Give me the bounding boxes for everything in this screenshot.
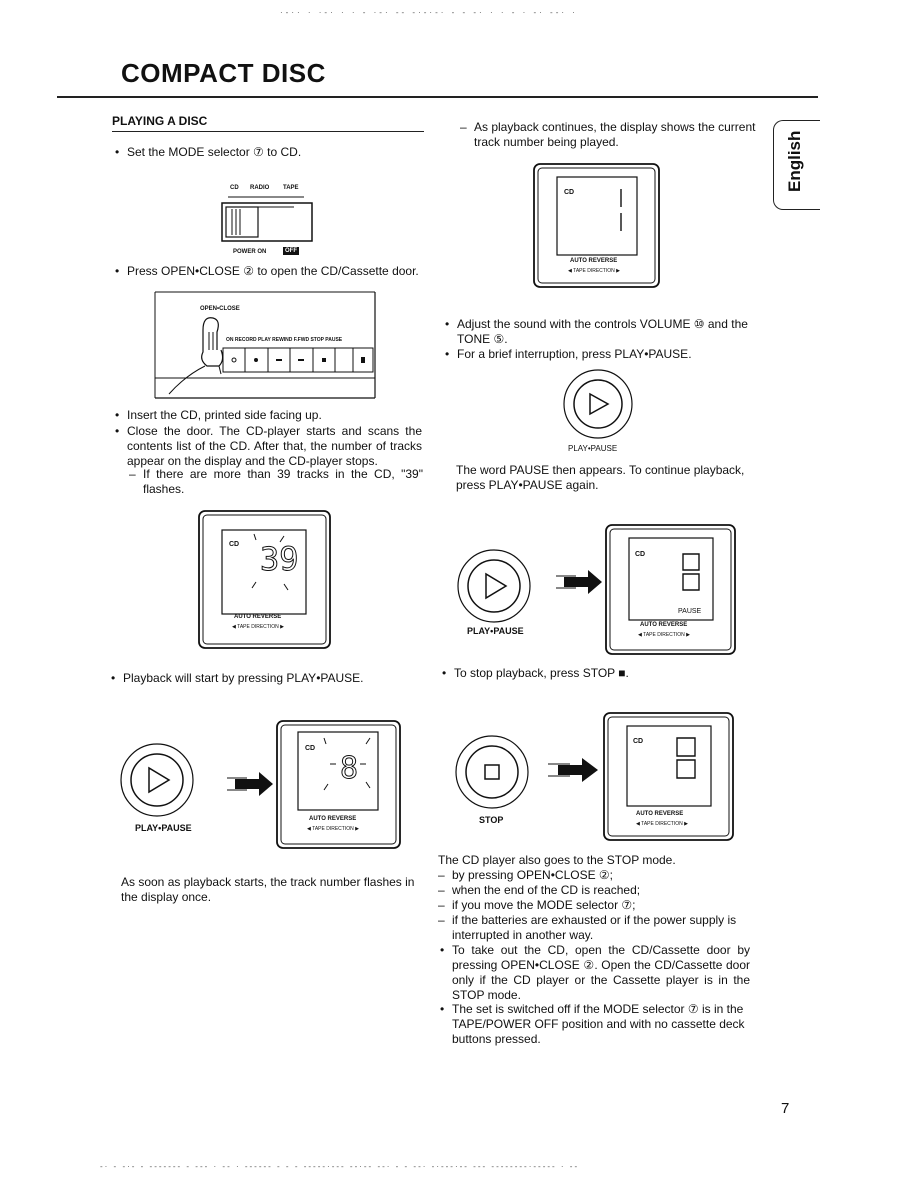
track-note: As playback continues, the display shows… — [460, 120, 764, 150]
open-instruction: Press OPEN•CLOSE ② to open the CD/Casset… — [115, 264, 427, 279]
arrow-right-icon — [548, 758, 598, 782]
auto-reverse-label: AUTO REVERSE — [234, 614, 282, 620]
deck-panel-icon — [154, 291, 376, 399]
display-cd-label: CD — [305, 745, 316, 752]
pause-instruction: For a brief interruption, press PLAY•PAU… — [445, 347, 767, 362]
playback-instruction: Playback will start by pressing PLAY•PAU… — [111, 671, 423, 686]
display-frame-icon: 39 — [198, 510, 331, 649]
tape-direction-label: ◀ TAPE DIRECTION ▶ — [307, 826, 359, 832]
deck-row-labels: ON RECORD PLAY REWIND F.FWD STOP PAUSE — [226, 337, 343, 343]
stop-intro: The CD player also goes to the STOP mode… — [438, 853, 676, 867]
scan-noise-top: ·-·· · ·-· · · - ·-· -- -·-·-· - - -· · … — [280, 8, 578, 17]
tape-direction-label: ◀ TAPE DIRECTION ▶ — [638, 632, 690, 638]
play-button-icon — [563, 369, 633, 439]
page-number: 7 — [781, 1100, 790, 1117]
language-tab — [773, 120, 820, 210]
language-tab-label: English — [785, 130, 804, 192]
mode-label-radio: RADIO — [250, 185, 270, 191]
svg-text:8: 8 — [340, 751, 358, 786]
tracks-note: If there are more than 39 tracks in the … — [129, 467, 423, 497]
display-cd-label: CD — [564, 189, 575, 196]
stop-button-icon — [455, 735, 529, 809]
play-pause-label: PLAY•PAUSE — [568, 444, 618, 453]
display-frame-icon — [533, 163, 660, 288]
takeout-instruction: To take out the CD, open the CD/Cassette… — [440, 943, 750, 1003]
mode-label-cd: CD — [230, 185, 239, 191]
scan-noise-bottom: -· - -·- - ------- - --- · -- · ------ -… — [100, 1162, 580, 1171]
play-pause-label: PLAY•PAUSE — [467, 626, 524, 636]
stop-condition: if the batteries are exhausted or if the… — [438, 913, 752, 943]
pause-note: The word PAUSE then appears. To continue… — [456, 463, 745, 492]
play-button-icon — [457, 549, 531, 623]
display-frame-icon — [605, 524, 736, 655]
display-cd-label: CD — [633, 738, 644, 745]
off-label: OFF — [283, 247, 299, 255]
display-cd-label: CD — [635, 551, 646, 558]
tape-direction-label: ◀ TAPE DIRECTION ▶ — [636, 821, 688, 827]
stop-condition: if you move the MODE selector ⑦; — [438, 898, 752, 913]
mode-label-tape: TAPE — [283, 185, 299, 191]
stop-condition: by pressing OPEN•CLOSE ②; — [438, 868, 752, 883]
switchoff-instruction: The set is switched off if the MODE sele… — [440, 1002, 750, 1047]
tape-direction-label: ◀ TAPE DIRECTION ▶ — [568, 268, 620, 274]
arrow-right-icon — [227, 772, 273, 796]
auto-reverse-label: AUTO REVERSE — [570, 258, 618, 264]
stop-condition: when the end of the CD is reached; — [438, 883, 752, 898]
auto-reverse-label: AUTO REVERSE — [636, 811, 684, 817]
flash-note: As soon as playback starts, the track nu… — [121, 875, 415, 904]
auto-reverse-label: AUTO REVERSE — [640, 622, 688, 628]
play-button-icon — [120, 743, 194, 817]
mode-slider-icon — [221, 196, 313, 242]
open-close-label: OPEN•CLOSE — [200, 306, 240, 312]
page-title: COMPACT DISC — [121, 58, 326, 88]
close-instruction: Close the door. The CD-player starts and… — [115, 424, 422, 469]
arrow-right-icon — [556, 570, 602, 594]
stop-label: STOP — [479, 815, 504, 825]
title-rule — [57, 96, 818, 98]
play-pause-label: PLAY•PAUSE — [135, 823, 192, 833]
display-cd-label: CD — [229, 541, 240, 548]
display-frame-icon: 8 — [276, 720, 401, 849]
tape-direction-label: ◀ TAPE DIRECTION ▶ — [232, 624, 284, 630]
svg-text:39: 39 — [260, 540, 299, 578]
insert-instruction: Insert the CD, printed side facing up. — [115, 408, 422, 423]
mode-instruction: Set the MODE selector ⑦ to CD. — [115, 145, 427, 160]
volume-instruction: Adjust the sound with the controls VOLUM… — [445, 317, 767, 347]
stop-instruction: To stop playback, press STOP ■. — [442, 666, 764, 681]
power-on-label: POWER ON — [233, 249, 267, 255]
section-title: PLAYING A DISC — [112, 114, 208, 128]
display-frame-icon — [603, 712, 734, 841]
section-rule — [112, 131, 424, 132]
pause-indicator: PAUSE — [678, 608, 702, 615]
auto-reverse-label: AUTO REVERSE — [309, 816, 357, 822]
